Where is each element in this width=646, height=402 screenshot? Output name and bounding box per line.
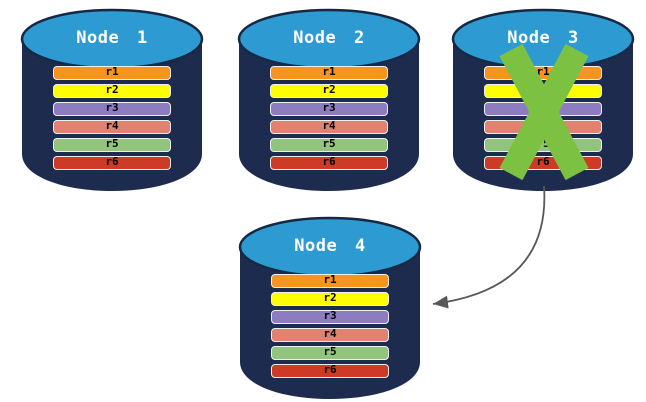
replica-stack: r1 r2 r3 r4 r5 r6 [271,274,389,382]
replica-bar-r1: r1 [53,66,171,80]
replica-bar-r4: r4 [270,120,388,134]
node-4: Node 4 r1 r2 r3 r4 r5 r6 [238,216,422,402]
node-title: Node 3 [507,28,579,48]
replica-bar-r2: r2 [53,84,171,98]
replica-bar-r4: r4 [53,120,171,134]
replica-bar-r1: r1 [270,66,388,80]
replica-bar-r3: r3 [271,310,389,324]
replica-bar-r1: r1 [271,274,389,288]
replica-bar-r6: r6 [270,156,388,170]
node-1: Node 1 r1 r2 r3 r4 r5 r6 [20,8,204,200]
node-title: Node 2 [293,28,365,48]
replica-bar-r4: r4 [271,328,389,342]
replica-bar-r2: r2 [271,292,389,306]
failure-x-icon [499,43,589,181]
replica-bar-r5: r5 [53,138,171,152]
replica-stack: r1 r2 r3 r4 r5 r6 [270,66,388,174]
node-title: Node 4 [294,236,366,256]
replica-bar-r5: r5 [271,346,389,360]
replica-bar-r6: r6 [53,156,171,170]
replica-stack: r1 r2 r3 r4 r5 r6 [53,66,171,174]
replica-bar-r3: r3 [270,102,388,116]
replica-bar-r3: r3 [53,102,171,116]
node-title: Node 1 [76,28,148,48]
replica-bar-r5: r5 [270,138,388,152]
node-2: Node 2 r1 r2 r3 r4 r5 r6 [237,8,421,200]
node-3: Node 3 r1 r2 r3 r4 r5 r6 [451,8,635,200]
replica-bar-r6: r6 [271,364,389,378]
replica-bar-r2: r2 [270,84,388,98]
